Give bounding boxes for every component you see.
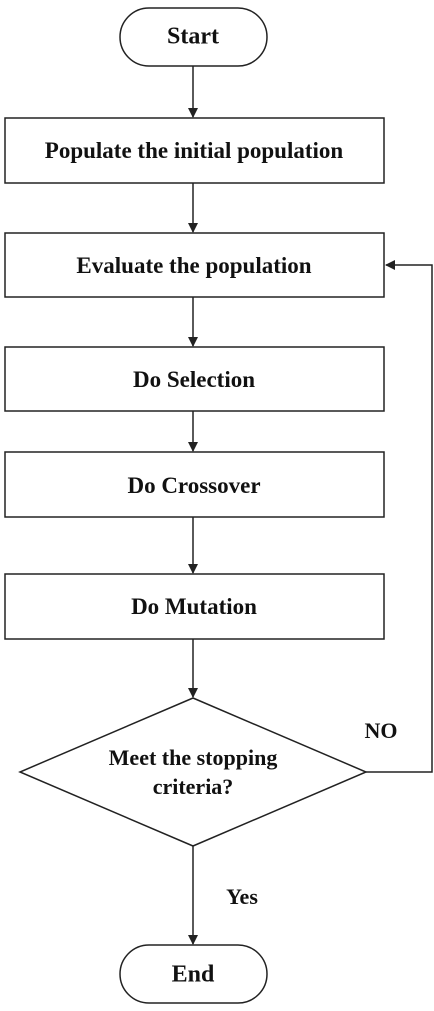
evaluate-label: Evaluate the population bbox=[76, 253, 312, 279]
decision-label-line1: Meet the stopping bbox=[108, 744, 278, 770]
crossover-box bbox=[4, 451, 385, 518]
start-label: Start bbox=[167, 23, 219, 50]
selection-label: Do Selection bbox=[132, 367, 256, 393]
decision-label-line2: criteria? bbox=[152, 773, 234, 799]
yes-branch-label: Yes bbox=[226, 883, 258, 909]
mutation-label: Do Mutation bbox=[131, 594, 257, 620]
arrow-no-loop bbox=[366, 260, 433, 773]
no-branch-label: NO bbox=[364, 717, 398, 743]
decision-diamond bbox=[18, 697, 368, 847]
selection-box bbox=[4, 346, 385, 412]
mutation-box bbox=[4, 573, 385, 640]
populate-label: Populate the initial population bbox=[44, 138, 344, 164]
populate-box bbox=[4, 117, 385, 184]
evaluate-box bbox=[4, 232, 385, 298]
end-label: End bbox=[171, 961, 215, 988]
end-terminal bbox=[119, 944, 268, 1004]
crossover-label: Do Crossover bbox=[127, 473, 261, 499]
